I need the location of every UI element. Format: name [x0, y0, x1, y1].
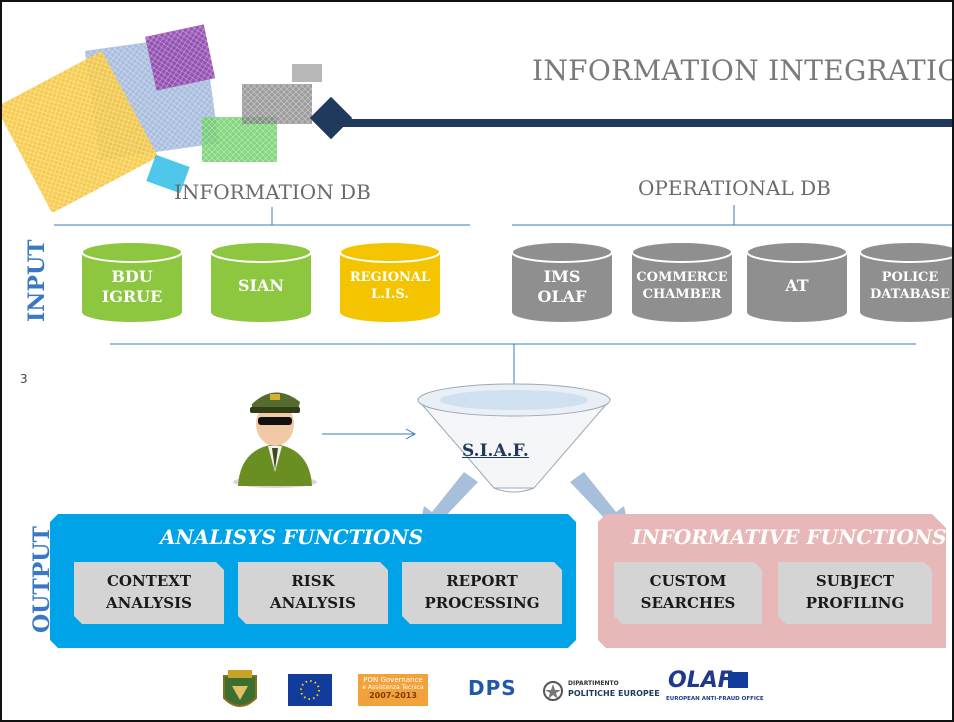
mosaic-cyan-square	[146, 154, 190, 194]
informative-box-1-label: CUSTOM SEARCHES	[614, 571, 762, 615]
siaf-label: S.I.A.F.	[462, 441, 529, 461]
coat-of-arms-logo	[223, 670, 257, 707]
info-db-cylinder-2-label: SIAN	[211, 276, 311, 296]
olaf-sub: EUROPEAN ANTI-FRAUD OFFICE	[666, 696, 764, 702]
analysis-box-1-line1: CONTEXT	[106, 572, 192, 590]
op-db-cylinder-1-label-line2: OLAF	[537, 286, 587, 306]
pon-years: 2007-2013	[369, 691, 417, 701]
op-db-cylinder-2-label-line1: COMMERCE	[636, 270, 728, 286]
operational-db-label: OPERATIONAL DB	[638, 176, 831, 200]
info-db-cylinder-3-label-line2: L.I.S.	[371, 286, 409, 302]
eu-flag-logo	[288, 674, 332, 706]
information-db-label: INFORMATION DB	[174, 180, 371, 204]
informative-box-2-line2: PROFILING	[805, 593, 905, 612]
analysis-box-2-line2: ANALYSIS	[270, 593, 356, 612]
analysis-box-3: REPORT PROCESSING	[402, 562, 562, 624]
analysis-box-1: CONTEXT ANALYSIS	[74, 562, 224, 624]
informative-box-2-label: SUBJECT PROFILING	[778, 571, 932, 615]
info-db-cylinder-1-label-line2: IGRUE	[101, 286, 163, 306]
op-db-cylinder-3-label: AT	[747, 276, 847, 296]
op-db-cylinder-2-label-line2: CHAMBER	[642, 286, 722, 302]
info-db-cylinder-3-label-line1: REGIONAL	[349, 270, 431, 286]
page-title: INFORMATION INTEGRATION	[532, 54, 954, 87]
analysis-box-1-line2: ANALYSIS	[106, 593, 192, 612]
pon-line2: e Assistenza Tecnica	[362, 683, 424, 691]
dept-line2: POLITICHE EUROPEE	[568, 689, 660, 698]
op-db-cylinder-1-label-line1: IMS	[543, 266, 581, 286]
mosaic-green-square	[202, 117, 277, 162]
dept-line1: DIPARTIMENTO	[568, 680, 619, 687]
info-db-cylinder-2-label-line1: SIAN	[237, 276, 285, 296]
olaf-flag	[728, 672, 748, 688]
info-db-cylinder-1-label-line1: BDU	[111, 266, 153, 286]
informative-box-1: CUSTOM SEARCHES	[614, 562, 762, 624]
officer-arrow	[322, 428, 417, 440]
op-db-cylinder-4-label-line2: DATABASE	[869, 286, 951, 302]
informative-box-2-line1: SUBJECT	[815, 572, 895, 590]
analysis-box-2-line1: RISK	[291, 572, 335, 590]
decorative-mosaic	[2, 24, 322, 212]
officer-icon	[233, 392, 317, 488]
header-bar	[309, 97, 952, 140]
page-number: 3	[20, 372, 28, 386]
mosaic-purple-square	[145, 24, 216, 91]
analysis-box-2: RISK ANALYSIS	[238, 562, 388, 624]
analysis-box-1-label: CONTEXT ANALYSIS	[74, 571, 224, 615]
analysis-box-2-label: RISK ANALYSIS	[238, 571, 388, 615]
pon-logo: PON Governance e Assistenza Tecnica 2007…	[358, 674, 428, 706]
info-db-cylinder-2: SIAN	[211, 242, 311, 322]
mosaic-small-gray	[292, 64, 322, 82]
op-db-cylinder-3: AT	[747, 242, 847, 322]
italy-emblem-logo	[543, 681, 563, 701]
db-brackets	[54, 205, 952, 226]
informative-title: INFORMATIVE FUNCTIONS	[632, 525, 947, 549]
siaf-funnel	[416, 383, 612, 493]
analysis-title: ANALISYS FUNCTIONS	[160, 525, 424, 549]
mosaic-gray-square	[242, 84, 312, 124]
informative-box-1-line1: CUSTOM	[649, 572, 727, 590]
informative-box-2: SUBJECT PROFILING	[778, 562, 932, 624]
analysis-box-3-label: REPORT PROCESSING	[402, 571, 562, 615]
op-db-cylinder-4-label-line1: POLICE	[881, 270, 939, 286]
mosaic-yellow-square	[2, 50, 159, 212]
olaf-logo: OLAF	[668, 668, 733, 693]
footer-logos: PON Governance e Assistenza Tecnica 2007…	[2, 662, 952, 720]
op-db-cylinder-3-label-line1: AT	[785, 276, 809, 296]
dps-logo: DPS	[468, 676, 517, 700]
analysis-box-3-line2: PROCESSING	[424, 593, 540, 612]
analysis-box-3-line1: REPORT	[446, 572, 518, 590]
pon-line1: PON Governance	[363, 676, 423, 684]
informative-box-1-line2: SEARCHES	[640, 593, 736, 612]
input-label: INPUT	[24, 239, 50, 323]
